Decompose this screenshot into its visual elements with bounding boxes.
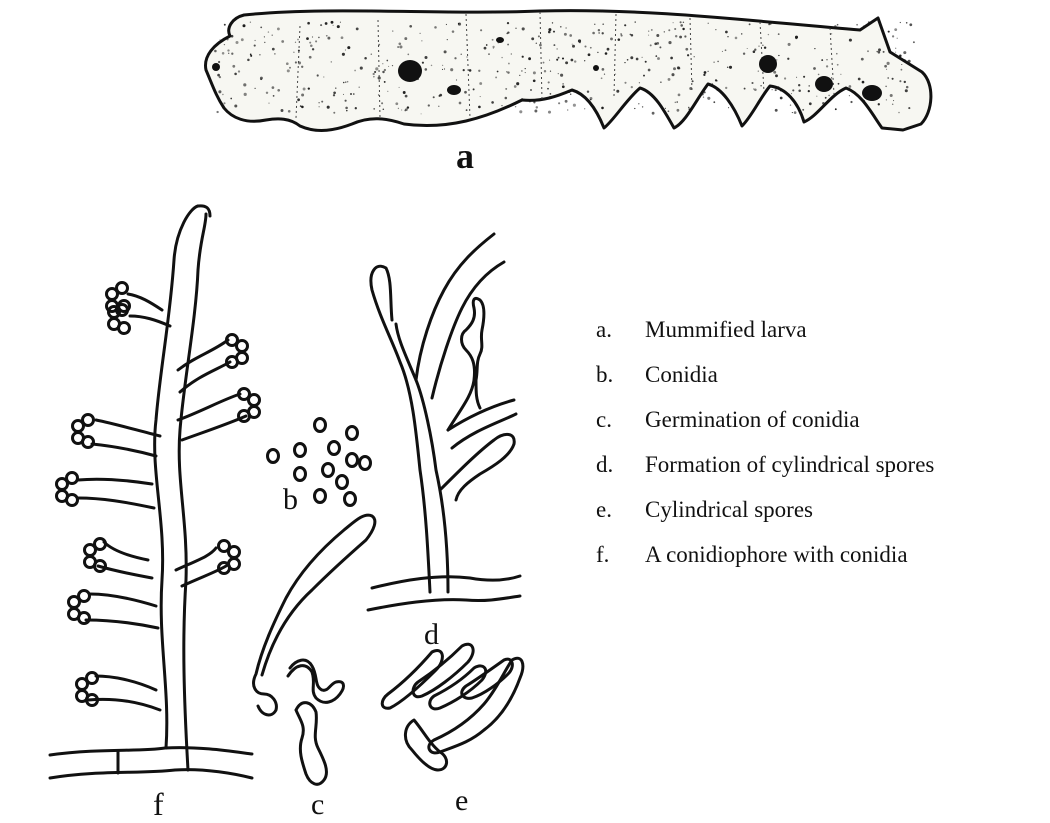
conidium <box>295 444 306 457</box>
larva-body <box>206 11 931 131</box>
conidium <box>69 597 80 608</box>
conidium <box>67 495 78 506</box>
conidium <box>360 457 371 470</box>
conidium <box>249 395 260 406</box>
conidium <box>315 419 326 432</box>
legend-key: a. <box>596 318 645 341</box>
mummified-larva-drawing <box>206 11 931 131</box>
cylindrical-spore-formation-drawing <box>368 234 520 610</box>
cylindrical-spores-drawing <box>382 644 523 770</box>
legend-text: A conidiophore with conidia <box>645 543 1050 566</box>
conidium <box>337 476 348 489</box>
conidium <box>73 421 84 432</box>
legend-key: e. <box>596 498 645 521</box>
legend-text: Conidia <box>645 363 1050 386</box>
conidium <box>295 468 306 481</box>
conidium <box>83 437 94 448</box>
conidium <box>85 545 96 556</box>
conidium <box>323 464 334 477</box>
legend-text: Mummified larva <box>645 318 1050 341</box>
legend-text: Germination of conidia <box>645 408 1050 431</box>
panel-label-b: b <box>283 485 298 515</box>
conidium <box>345 493 356 506</box>
legend-item: b. Conidia <box>596 363 1050 408</box>
panel-label-e: e <box>455 786 468 816</box>
conidium <box>237 341 248 352</box>
conidiophore-drawing <box>50 206 260 778</box>
legend-key: c. <box>596 408 645 431</box>
legend-item: f. A conidiophore with conidia <box>596 543 1050 588</box>
legend-item: d. Formation of cylindrical spores <box>596 453 1050 498</box>
conidium <box>315 490 326 503</box>
legend-item: c. Germination of conidia <box>596 408 1050 453</box>
legend-text: Cylindrical spores <box>645 498 1050 521</box>
conidium <box>268 450 279 463</box>
legend-item: a. Mummified larva <box>596 318 1050 363</box>
figure-legend: a. Mummified larva b. Conidia c. Germina… <box>596 318 1050 588</box>
panel-label-c: c <box>311 790 324 820</box>
legend-item: e. Cylindrical spores <box>596 498 1050 543</box>
conidium <box>107 289 118 300</box>
panel-label-a: a <box>456 138 474 174</box>
germinating-conidia-drawing <box>254 515 375 784</box>
conidium <box>79 613 90 624</box>
panel-label-d: d <box>424 620 439 650</box>
conidium <box>57 479 68 490</box>
conidium <box>347 454 358 467</box>
legend-key: b. <box>596 363 645 386</box>
legend-key: f. <box>596 543 645 566</box>
conidium <box>77 679 88 690</box>
conidium <box>119 323 130 334</box>
legend-key: d. <box>596 453 645 476</box>
legend-text: Formation of cylindrical spores <box>645 453 1050 476</box>
panel-label-f: f <box>153 788 164 820</box>
conidium <box>229 547 240 558</box>
conidium <box>329 442 340 455</box>
conidium <box>347 427 358 440</box>
